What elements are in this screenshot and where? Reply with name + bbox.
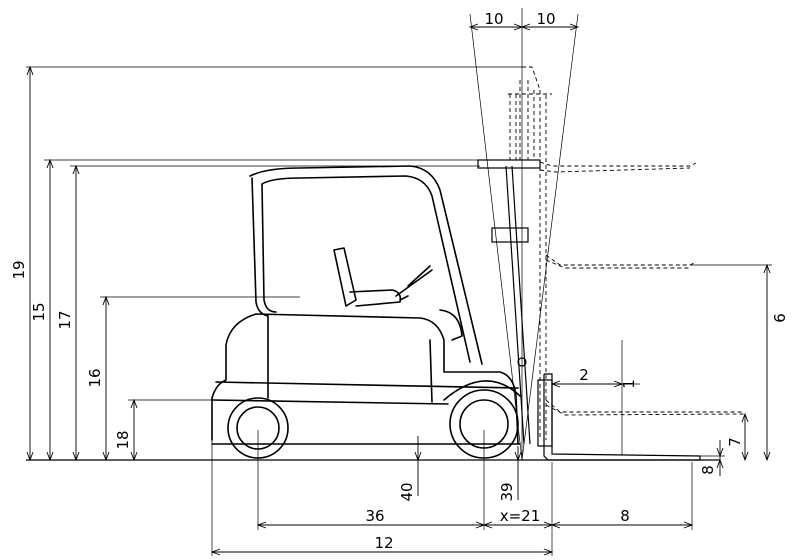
dim-load-distance: x=21 (500, 507, 541, 525)
dim-lowered-mast-height: 17 (56, 310, 74, 329)
dim-overall-height-extended: 19 (10, 260, 28, 279)
horizontal-dimensions (210, 430, 694, 556)
lift-height-dimension (741, 412, 749, 462)
dim-tilt-backward: 10 (536, 10, 555, 28)
dim-lift-height: 7 (726, 437, 744, 447)
ground-clearance-dims (414, 436, 522, 500)
forks-raised-dashed (539, 161, 745, 416)
dim-ground-clearance-center: 40 (398, 482, 416, 501)
free-lift-dimension (690, 263, 772, 462)
dim-fork-length: 8 (620, 507, 630, 525)
dim-ground-clearance-mast: 39 (498, 482, 516, 501)
mast-extended-dashed (508, 66, 552, 440)
dim-coupling-height: 18 (114, 430, 132, 449)
dim-overhead-guard-height: 15 (30, 302, 48, 321)
dim-load-center: 2 (579, 366, 589, 384)
dim-wheelbase: 36 (365, 507, 384, 525)
dim-free-lift: 6 (771, 313, 789, 323)
forklift-body (211, 165, 521, 445)
dim-load-center-vertical: 1 (620, 379, 638, 389)
fork-carriage (537, 373, 701, 461)
mast (477, 159, 541, 445)
load-center-dimension (550, 340, 640, 455)
dim-fork-thickness: 8 (699, 465, 717, 475)
dim-overall-length: 12 (374, 534, 393, 552)
fork-thickness-dimension (700, 440, 725, 476)
dim-tilt-forward: 10 (484, 10, 503, 28)
tilt-angle-lines (468, 8, 580, 461)
dim-seat-height: 16 (86, 368, 104, 387)
